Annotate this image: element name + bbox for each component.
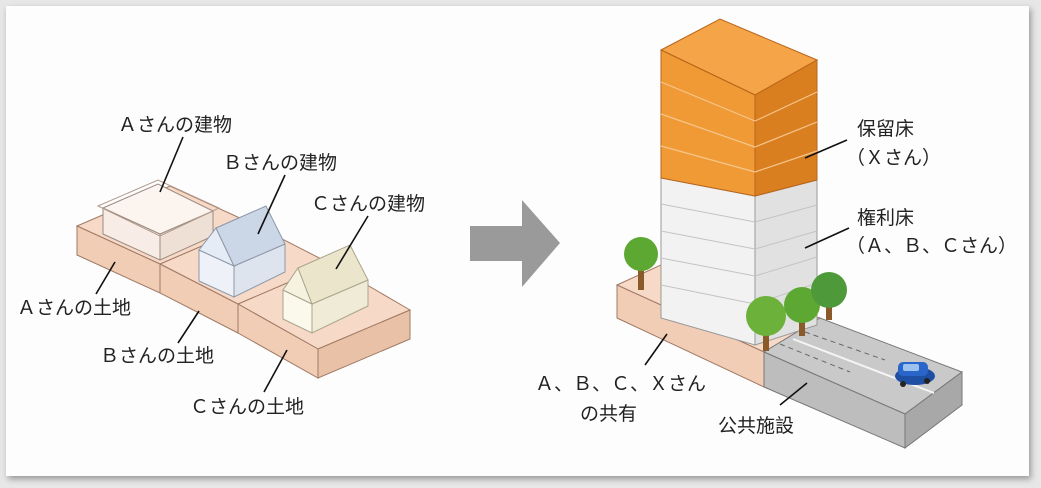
c-building-label: Ｃさんの建物 (311, 193, 425, 215)
reserved-floor-side (754, 59, 818, 197)
reserved-floor-label: 保留床 (857, 118, 914, 140)
tree-icon (746, 296, 786, 351)
rights-floor-owner-label: （Ａ、Ｂ、Ｃさん） (846, 235, 1017, 257)
tree-icon (624, 237, 658, 290)
a-building (96, 179, 221, 261)
car-icon (895, 362, 935, 387)
left-leader-lines (95, 136, 369, 393)
shared-land-label-2: の共有 (580, 403, 637, 425)
c-lot-side (317, 309, 411, 379)
redevelopment-diagram: Ａさんの建物 Ｂさんの建物 Ｃさんの建物 Ａさんの土地 Ｂさんの土地 Ｃさんの土… (17, 18, 1017, 450)
transition-arrow (470, 200, 560, 287)
right-leader-lines (644, 139, 850, 406)
b-building-label: Ｂさんの建物 (223, 152, 337, 174)
tree-icon (811, 272, 847, 320)
public-road (762, 317, 964, 450)
c-building (282, 244, 369, 334)
rights-floor-label: 権利床 (857, 207, 914, 229)
reserved-floor-owner-label: （Ｘさん） (846, 147, 941, 169)
public-facility-label: 公共施設 (718, 415, 794, 437)
shared-land-label: Ａ、Ｂ、Ｃ、Ｘさん (535, 373, 706, 395)
a-lot-front (76, 225, 161, 294)
c-land-label: Ｃさんの土地 (190, 396, 304, 418)
diagram-frame: Ａさんの建物 Ｂさんの建物 Ｃさんの建物 Ａさんの土地 Ｂさんの土地 Ｃさんの土… (6, 6, 1029, 476)
rights-floor-front (660, 177, 756, 346)
a-building-label: Ａさんの建物 (118, 114, 232, 136)
a-land-label: Ａさんの土地 (17, 297, 131, 319)
b-building (198, 205, 286, 298)
b-land-label: Ｂさんの土地 (100, 345, 214, 367)
tree-icon (784, 287, 820, 336)
